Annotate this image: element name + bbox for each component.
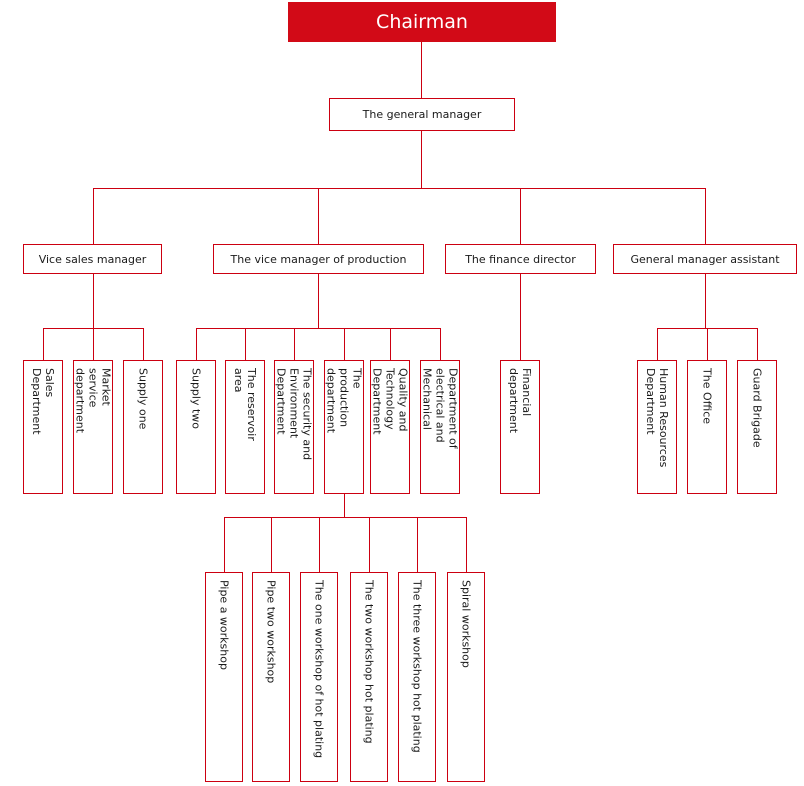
node-label: Supply one <box>136 368 150 430</box>
node-label: Department of electrical and Mechanical <box>420 368 460 449</box>
org-node-pipe-a-workshop: Pipe a workshop <box>205 572 243 782</box>
connector-bus <box>93 188 706 189</box>
connector-line <box>318 274 319 328</box>
node-label: The three workshop hot plating <box>410 580 424 753</box>
connector-line <box>390 328 391 360</box>
connector-line <box>421 42 422 98</box>
org-node-chairman: Chairman <box>288 2 556 42</box>
connector-line <box>93 328 94 360</box>
connector-bus <box>196 328 441 329</box>
connector-line <box>657 328 658 360</box>
connector-line <box>707 328 708 360</box>
connector-line <box>466 517 467 572</box>
org-node-the-office: The Office <box>687 360 727 494</box>
connector-bus <box>224 517 467 518</box>
node-label: Market service department <box>73 368 113 434</box>
connector-line <box>318 188 319 244</box>
org-node-supply-two: Supply two <box>176 360 216 494</box>
connector-line <box>93 274 94 328</box>
connector-bus <box>43 328 144 329</box>
org-node-two-workshop-hot-plating: The two workshop hot plating <box>350 572 388 782</box>
connector-line <box>319 517 320 572</box>
connector-line <box>196 328 197 360</box>
connector-line <box>369 517 370 572</box>
org-node-finance-director: The finance director <box>445 244 596 274</box>
org-node-security-environment-department: The security and Environment Department <box>274 360 314 494</box>
org-node-spiral-workshop: Spiral workshop <box>447 572 485 782</box>
connector-line <box>421 131 422 188</box>
connector-line <box>294 328 295 360</box>
node-label: The one workshop of hot plating <box>312 580 326 759</box>
node-label: Guard Brigade <box>750 368 764 448</box>
org-node-market-service-department: Market service department <box>73 360 113 494</box>
node-label: Pipe a workshop <box>217 580 231 670</box>
connector-line <box>520 274 521 360</box>
node-label: Sales Department <box>30 368 56 435</box>
connector-line <box>344 494 345 517</box>
org-node-electrical-mechanical-department: Department of electrical and Mechanical <box>420 360 460 494</box>
connector-line <box>520 188 521 244</box>
node-label: The Office <box>700 368 714 425</box>
node-label: Human Resources Department <box>644 368 670 468</box>
connector-line <box>757 328 758 360</box>
connector-line <box>440 328 441 360</box>
node-label: Supply two <box>189 368 203 430</box>
connector-line <box>271 517 272 572</box>
node-label: The security and Environment Department <box>274 368 314 461</box>
org-node-reservoir-area: The reservoir area <box>225 360 265 494</box>
org-node-gm-assistant: General manager assistant <box>613 244 797 274</box>
node-label: Pipe two workshop <box>264 580 278 684</box>
connector-line <box>705 188 706 244</box>
org-node-human-resources-department: Human Resources Department <box>637 360 677 494</box>
connector-line <box>245 328 246 360</box>
node-label: The reservoir area <box>232 368 258 441</box>
org-node-supply-one: Supply one <box>123 360 163 494</box>
org-node-pipe-two-workshop: Pipe two workshop <box>252 572 290 782</box>
org-node-production-department: The production department <box>324 360 364 494</box>
connector-line <box>344 328 345 360</box>
org-node-financial-department: Financial department <box>500 360 540 494</box>
connector-line <box>43 328 44 360</box>
org-node-quality-technology-department: Quality and Technology Department <box>370 360 410 494</box>
org-node-vice-sales-manager: Vice sales manager <box>23 244 162 274</box>
node-label: Quality and Technology Department <box>370 368 410 435</box>
org-node-general-manager: The general manager <box>329 98 515 131</box>
node-label: The two workshop hot plating <box>362 580 376 744</box>
connector-bus <box>657 328 758 329</box>
connector-line <box>417 517 418 572</box>
connector-line <box>93 188 94 244</box>
connector-line <box>224 517 225 572</box>
node-label: Financial department <box>507 368 533 434</box>
node-label: The production department <box>324 368 364 434</box>
org-node-three-workshop-hot-plating: The three workshop hot plating <box>398 572 436 782</box>
node-label: Spiral workshop <box>459 580 473 668</box>
connector-line <box>705 274 706 328</box>
org-node-guard-brigade: Guard Brigade <box>737 360 777 494</box>
org-node-one-workshop-hot-plating: The one workshop of hot plating <box>300 572 338 782</box>
org-node-vice-manager-production: The vice manager of production <box>213 244 424 274</box>
connector-line <box>143 328 144 360</box>
org-node-sales-department: Sales Department <box>23 360 63 494</box>
